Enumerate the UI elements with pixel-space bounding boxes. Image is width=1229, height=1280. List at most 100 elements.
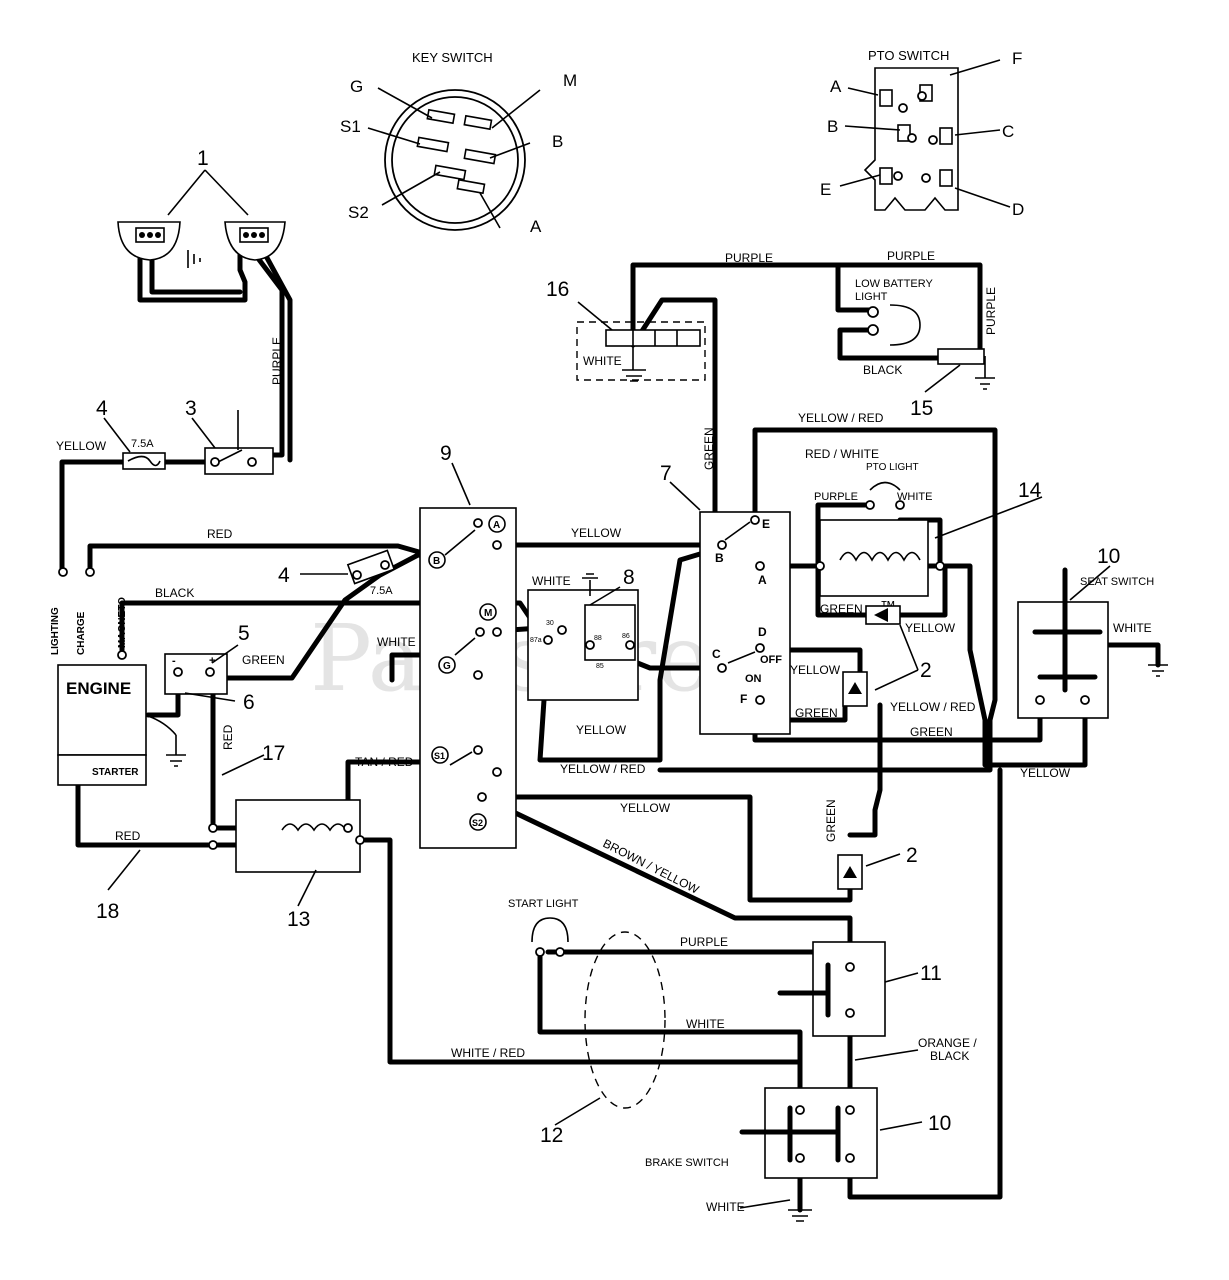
svg-text:4: 4: [278, 564, 290, 587]
engine: [57, 567, 186, 786]
svg-text:ON: ON: [745, 673, 762, 685]
svg-text:PURPLE: PURPLE: [814, 491, 858, 503]
svg-text:RED: RED: [221, 724, 235, 750]
svg-text:3: 3: [185, 397, 197, 420]
svg-text:C: C: [712, 647, 721, 661]
svg-text:TAN / RED: TAN / RED: [355, 755, 414, 769]
svg-text:MAGNETO: MAGNETO: [117, 597, 128, 648]
pto-switch: [839, 59, 1011, 211]
svg-text:PURPLE: PURPLE: [984, 287, 998, 335]
svg-text:C: C: [1002, 122, 1014, 141]
svg-text:WHITE / RED: WHITE / RED: [451, 1046, 525, 1060]
low-battery-light: [867, 304, 995, 390]
svg-text:LIGHTING: LIGHTING: [50, 607, 61, 655]
svg-text:F: F: [1012, 49, 1022, 68]
svg-text:GREEN: GREEN: [795, 706, 838, 720]
svg-text:B: B: [827, 117, 838, 136]
svg-text:A: A: [830, 77, 842, 96]
fuse-top: [122, 452, 166, 470]
svg-text:RED: RED: [115, 829, 141, 843]
svg-text:PURPLE: PURPLE: [680, 935, 728, 949]
svg-text:6: 6: [243, 691, 255, 714]
svg-text:7.5A: 7.5A: [131, 438, 154, 450]
start-light: [531, 917, 569, 957]
svg-text:ORANGE /: ORANGE /: [918, 1036, 977, 1050]
svg-text:CHARGE: CHARGE: [76, 611, 87, 655]
svg-text:9: 9: [440, 442, 452, 465]
svg-text:87a: 87a: [530, 637, 542, 644]
svg-text:OFF: OFF: [760, 654, 782, 666]
callout-leaders: [103, 169, 1111, 1209]
switch-11: [777, 941, 886, 1037]
svg-text:G: G: [443, 661, 451, 672]
svg-text:GREEN: GREEN: [702, 427, 716, 470]
svg-text:WHITE: WHITE: [686, 1017, 725, 1031]
light-switch: [204, 410, 274, 475]
svg-text:START LIGHT: START LIGHT: [508, 898, 579, 910]
svg-text:10: 10: [1097, 545, 1120, 568]
svg-text:BLACK: BLACK: [930, 1049, 969, 1063]
svg-text:86: 86: [622, 633, 630, 640]
svg-text:WHITE: WHITE: [583, 354, 622, 368]
svg-text:YELLOW: YELLOW: [1020, 766, 1071, 780]
pto-switch-assembly: [699, 511, 791, 735]
svg-text:GREEN: GREEN: [242, 653, 285, 667]
svg-text:E: E: [762, 517, 770, 531]
svg-text:YELLOW / RED: YELLOW / RED: [798, 411, 884, 425]
svg-text:D: D: [758, 625, 767, 639]
svg-text:B: B: [715, 551, 724, 565]
svg-text:YELLOW: YELLOW: [56, 439, 107, 453]
svg-text:YELLOW: YELLOW: [905, 621, 956, 635]
svg-text:S2: S2: [348, 203, 369, 222]
svg-text:S1: S1: [340, 117, 361, 136]
svg-text:15: 15: [910, 397, 933, 420]
svg-text:5: 5: [238, 622, 250, 645]
svg-text:85: 85: [596, 663, 604, 670]
svg-text:A: A: [758, 573, 767, 587]
svg-text:PURPLE: PURPLE: [725, 251, 773, 265]
svg-text:PURPLE: PURPLE: [270, 337, 284, 385]
svg-text:G: G: [350, 77, 363, 96]
starter-solenoid: [208, 799, 365, 873]
svg-text:1: 1: [197, 147, 209, 170]
pto-clutch: [815, 481, 945, 625]
svg-text:10: 10: [928, 1112, 951, 1135]
svg-text:YELLOW: YELLOW: [571, 526, 622, 540]
svg-text:S1: S1: [434, 751, 445, 761]
svg-text:LOW BATTERY: LOW BATTERY: [855, 278, 933, 290]
svg-text:-: -: [172, 655, 176, 667]
svg-text:B: B: [433, 556, 440, 567]
svg-text:GREEN: GREEN: [824, 799, 838, 842]
svg-text:BLACK: BLACK: [155, 586, 194, 600]
svg-text:2: 2: [906, 844, 918, 867]
svg-text:YELLOW: YELLOW: [576, 723, 627, 737]
svg-text:14: 14: [1018, 479, 1042, 502]
svg-text:16: 16: [546, 278, 569, 301]
svg-text:WHITE: WHITE: [897, 491, 932, 503]
svg-text:RED: RED: [207, 527, 233, 541]
svg-text:88: 88: [594, 635, 602, 642]
svg-text:7: 7: [660, 462, 672, 485]
svg-text:30: 30: [546, 620, 554, 627]
svg-text:S2: S2: [472, 818, 483, 828]
ignition-module: [419, 507, 517, 849]
svg-text:ENGINE: ENGINE: [66, 679, 131, 698]
svg-text:2: 2: [920, 659, 932, 682]
headlights: [117, 221, 286, 268]
seat-switch: [1017, 567, 1168, 719]
svg-text:M: M: [484, 608, 492, 619]
svg-text:11: 11: [920, 962, 942, 985]
brake-switch: [739, 1087, 878, 1222]
svg-text:PURPLE: PURPLE: [887, 249, 935, 263]
fuse-middle: [346, 549, 396, 585]
svg-text:SEAT SWITCH: SEAT SWITCH: [1080, 576, 1154, 588]
svg-text:D: D: [1012, 200, 1024, 219]
svg-text:8: 8: [623, 566, 635, 589]
svg-text:7.5A: 7.5A: [370, 585, 393, 597]
svg-text:18: 18: [96, 900, 119, 923]
svg-text:B: B: [552, 132, 563, 151]
svg-text:M: M: [563, 71, 577, 90]
svg-text:+: +: [209, 655, 215, 667]
svg-text:GREEN: GREEN: [820, 602, 863, 616]
